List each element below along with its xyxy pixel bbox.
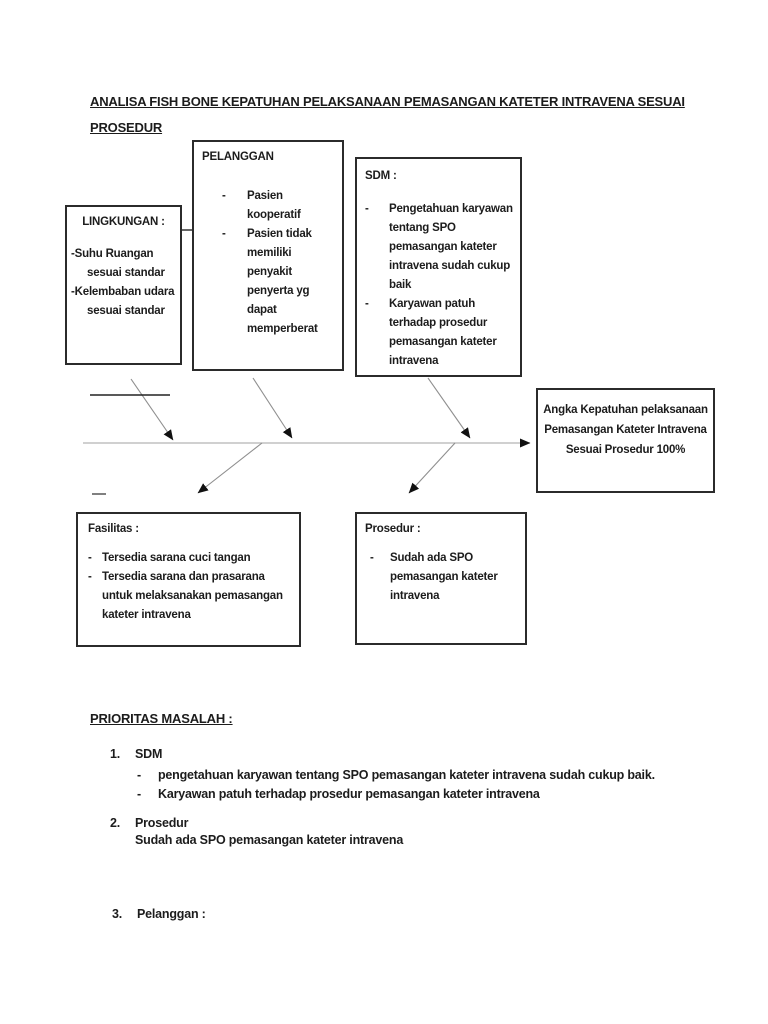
- list-item: - pengetahuan karyawan tentang SPO pemas…: [137, 766, 697, 785]
- bullet-dash: -: [137, 768, 141, 782]
- effect-box: Angka Kepatuhan pelaksanaan Pemasangan K…: [536, 388, 715, 493]
- cause-box-heading: Fasilitas :: [88, 523, 139, 535]
- rib-prosedur-arrow: [408, 442, 456, 494]
- rib-sdm-arrow: [427, 377, 471, 439]
- list-item: - Tersedia sarana dan prasarana untuk me…: [88, 568, 293, 625]
- priority-label: SDM: [135, 747, 163, 761]
- bullet-dash: -: [365, 298, 369, 310]
- list-item: - Pasien tidak memiliki penyakit penyert…: [202, 225, 336, 339]
- cause-box-heading: LINGKUNGAN :: [82, 216, 165, 228]
- bullet-dash: -: [88, 571, 92, 583]
- priority-label: Prosedur: [135, 816, 189, 830]
- list-item: - Sudah ada SPO pemasangan kateter intra…: [365, 549, 521, 606]
- priority-1-bullets: - pengetahuan karyawan tentang SPO pemas…: [137, 766, 697, 804]
- rib-fasilitas-arrow: [197, 442, 263, 494]
- list-item-text: Tersedia sarana dan prasarana untuk mela…: [102, 571, 283, 621]
- list-item: -Kelembaban udara sesuai standar: [71, 283, 176, 321]
- bullet-dash: -: [370, 552, 374, 564]
- priority-item-3: 3. Pelanggan :: [112, 907, 206, 921]
- list-item: - Pengetahuan karyawan tentang SPO pemas…: [365, 200, 514, 295]
- list-item-text: Suhu Ruangan sesuai standar: [74, 248, 165, 279]
- cause-box-fasilitas: Fasilitas : - Tersedia sarana cuci tanga…: [76, 512, 301, 647]
- bullet-dash: -: [222, 190, 226, 202]
- cause-box-heading: Prosedur :: [365, 523, 421, 535]
- priorities-heading: PRIORITAS MASALAH :: [90, 711, 233, 726]
- rib-lingkungan-arrow: [130, 378, 174, 441]
- list-item: - Tersedia sarana cuci tangan: [88, 549, 293, 568]
- priority-number: 3.: [112, 907, 123, 921]
- cause-box-prosedur: Prosedur : - Sudah ada SPO pemasangan ka…: [355, 512, 527, 645]
- bullet-dash: -: [222, 228, 226, 240]
- page-title-line-2: PROSEDUR: [90, 120, 163, 135]
- bullet-dash: -: [365, 203, 369, 215]
- bullet-dash: -: [88, 552, 92, 564]
- page-title: ANALISA FISH BONE KEPATUHAN PELAKSANAAN …: [90, 89, 690, 141]
- priority-label: Pelanggan :: [137, 907, 206, 921]
- page-title-line-1: ANALISA FISH BONE KEPATUHAN PELAKSANAAN …: [90, 94, 685, 109]
- list-item-text: Karyawan patuh terhadap prosedur pemasan…: [158, 787, 540, 801]
- priority-item-2: 2. Prosedur: [110, 816, 188, 830]
- list-item-text: Pasien tidak memiliki penyakit penyerta …: [247, 228, 318, 335]
- bullet-dash: -: [137, 787, 141, 801]
- rib-pelanggan-arrow: [252, 377, 293, 439]
- cause-box-sdm: SDM : - Pengetahuan karyawan tentang SPO…: [355, 157, 522, 377]
- list-item-text: Sudah ada SPO pemasangan kateter intrave…: [390, 552, 498, 602]
- list-item-text: Pasien kooperatif: [247, 190, 301, 221]
- priority-item-1: 1. SDM: [110, 747, 162, 761]
- list-item-text: Kelembaban udara sesuai standar: [74, 286, 175, 317]
- priority-number: 2.: [110, 816, 121, 830]
- list-item-text: Karyawan patuh terhadap prosedur pemasan…: [389, 298, 497, 367]
- list-item: - Karyawan patuh terhadap prosedur pemas…: [365, 295, 514, 371]
- list-item-text: Pengetahuan karyawan tentang SPO pemasan…: [389, 203, 513, 291]
- list-item-text: Tersedia sarana cuci tangan: [102, 552, 251, 564]
- cause-box-heading: SDM :: [365, 170, 397, 182]
- list-item: - Karyawan patuh terhadap prosedur pemas…: [137, 785, 697, 804]
- list-item-text: pengetahuan karyawan tentang SPO pemasan…: [158, 768, 655, 782]
- priority-2-body: Sudah ada SPO pemasangan kateter intrave…: [135, 833, 404, 847]
- cause-box-heading: PELANGGAN: [202, 151, 274, 163]
- cause-box-pelanggan: PELANGGAN - Pasien kooperatif - Pasien t…: [192, 140, 344, 371]
- bullet-dash: -: [71, 286, 75, 298]
- effect-text: Angka Kepatuhan pelaksanaan Pemasangan K…: [543, 404, 708, 456]
- priority-number: 1.: [110, 747, 121, 761]
- list-item: - Pasien kooperatif: [202, 187, 336, 225]
- list-item: -Suhu Ruangan sesuai standar: [71, 245, 176, 283]
- cause-box-lingkungan: LINGKUNGAN : -Suhu Ruangan sesuai standa…: [65, 205, 182, 365]
- bullet-dash: -: [71, 248, 75, 260]
